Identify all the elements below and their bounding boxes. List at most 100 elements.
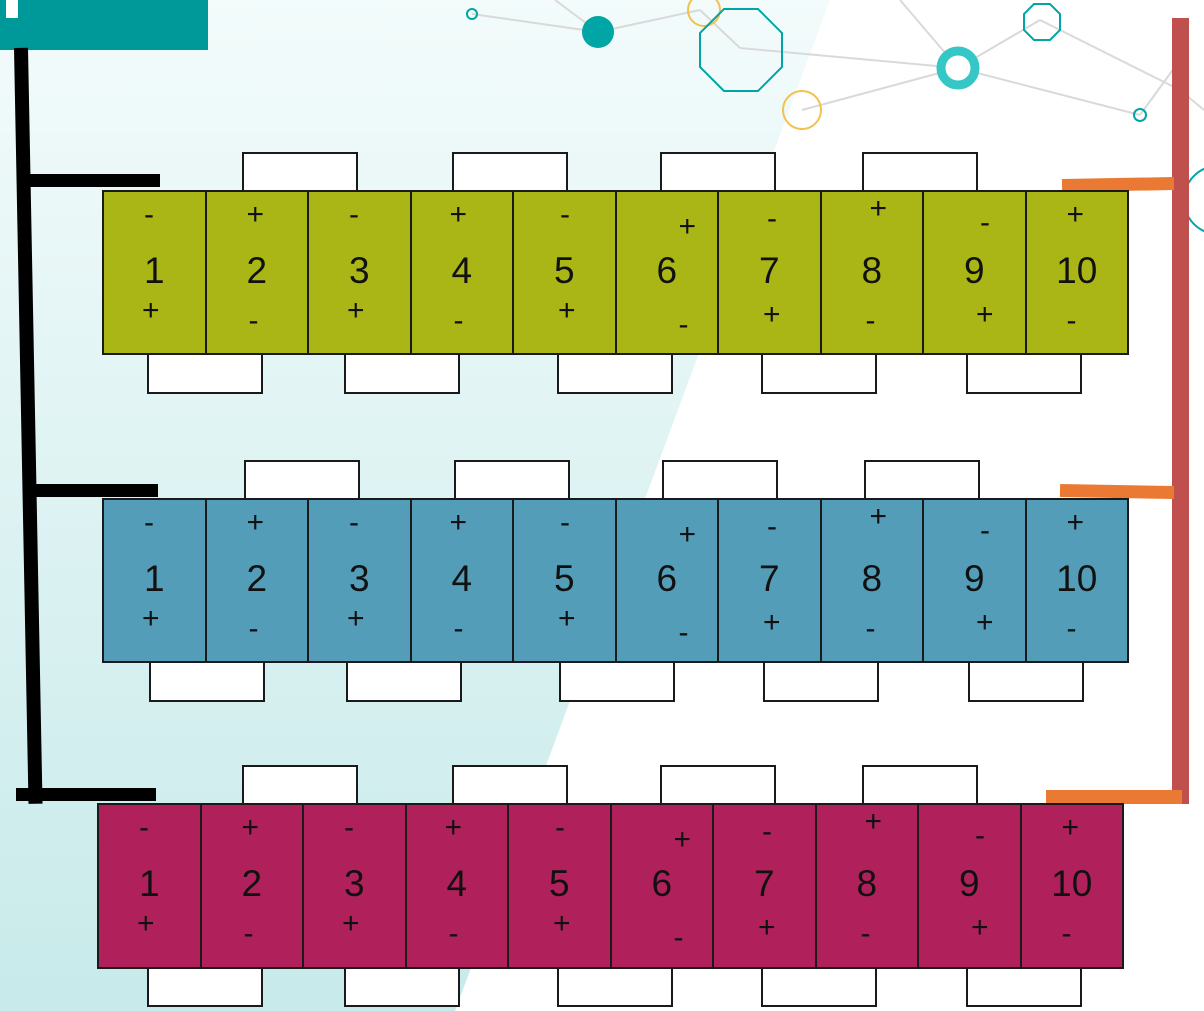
- cell-connector: [862, 765, 978, 805]
- cell-top-polarity: +: [242, 813, 260, 843]
- cell-bottom-polarity: +: [347, 604, 365, 634]
- cell-connector: [454, 460, 570, 500]
- cell-bottom-polarity: -: [1067, 306, 1077, 336]
- red-bus-vertical: [1172, 18, 1189, 804]
- cell-bottom-polarity: +: [763, 300, 781, 330]
- battery-cell: +2-: [202, 805, 305, 967]
- cell-top-polarity: -: [139, 813, 149, 843]
- cell-top-polarity: -: [349, 508, 359, 538]
- battery-cell: +6-: [617, 192, 720, 353]
- battery-cell: +6-: [617, 500, 720, 661]
- black-bus-branch: [30, 174, 160, 187]
- battery-row-2: -1++2--3++4--5++6--7++8--9++10-: [102, 498, 1129, 663]
- battery-cell: -9+: [924, 500, 1027, 661]
- battery-cell: +4-: [407, 805, 510, 967]
- battery-cell: -5+: [509, 805, 612, 967]
- cell-number: 4: [412, 250, 513, 292]
- cell-connector: [149, 661, 265, 702]
- cell-connector: [864, 460, 980, 500]
- cell-number: 8: [817, 863, 918, 905]
- cell-bottom-polarity: +: [976, 608, 994, 638]
- cell-top-polarity: -: [767, 204, 777, 234]
- cell-top-polarity: +: [450, 508, 468, 538]
- cell-bottom-polarity: +: [142, 296, 160, 326]
- cell-bottom-polarity: +: [137, 909, 155, 939]
- cell-bottom-polarity: +: [342, 909, 360, 939]
- cell-number: 9: [919, 863, 1020, 905]
- cell-top-polarity: +: [870, 194, 888, 224]
- cell-bottom-polarity: -: [679, 618, 689, 648]
- orange-bus-branch: [1046, 790, 1182, 804]
- cell-connector: [660, 765, 776, 805]
- battery-cell: +8-: [822, 500, 925, 661]
- cell-bottom-polarity: -: [249, 306, 259, 336]
- cell-bottom-polarity: -: [1067, 614, 1077, 644]
- cell-number: 6: [617, 250, 718, 292]
- cell-connector: [344, 966, 460, 1007]
- cell-connector: [452, 152, 568, 192]
- cell-connector: [968, 661, 1084, 702]
- cell-top-polarity: -: [762, 817, 772, 847]
- cell-number: 7: [714, 863, 815, 905]
- cell-number: 7: [719, 558, 820, 600]
- cell-top-polarity: -: [555, 813, 565, 843]
- orange-bus-branch: [1060, 484, 1174, 499]
- cell-number: 7: [719, 250, 820, 292]
- cell-top-polarity: -: [144, 508, 154, 538]
- cell-number: 5: [514, 250, 615, 292]
- cell-connector: [761, 966, 877, 1007]
- cell-number: 9: [924, 558, 1025, 600]
- battery-cell: -5+: [514, 192, 617, 353]
- cell-top-polarity: +: [445, 813, 463, 843]
- cell-connector: [559, 661, 675, 702]
- cell-connector: [242, 152, 358, 192]
- cell-number: 1: [99, 863, 200, 905]
- cell-connector: [660, 152, 776, 192]
- cell-number: 9: [924, 250, 1025, 292]
- battery-cell: -5+: [514, 500, 617, 661]
- black-bus-branch: [26, 484, 158, 497]
- cell-bottom-polarity: -: [249, 614, 259, 644]
- cell-bottom-polarity: -: [679, 310, 689, 340]
- cell-number: 8: [822, 558, 923, 600]
- cell-top-polarity: +: [450, 200, 468, 230]
- battery-cell: +8 -: [817, 805, 920, 967]
- cell-bottom-polarity: -: [674, 923, 684, 953]
- battery-row-1: -1++2--3++4--5++6--7++8--9++10-: [102, 190, 1129, 355]
- cell-bottom-polarity: -: [866, 306, 876, 336]
- cell-number: 4: [412, 558, 513, 600]
- cell-number: 6: [612, 863, 713, 905]
- cell-connector: [862, 152, 978, 192]
- cell-top-polarity: +: [870, 502, 888, 532]
- cell-top-polarity: -: [767, 512, 777, 542]
- cell-connector: [242, 765, 358, 805]
- cell-top-polarity: +: [865, 807, 883, 837]
- battery-cell: +6-: [612, 805, 715, 967]
- cell-number: 2: [202, 863, 303, 905]
- cell-connector: [147, 353, 263, 394]
- cell-bottom-polarity: +: [347, 296, 365, 326]
- cell-top-polarity: +: [247, 508, 265, 538]
- cell-number: 8: [822, 250, 923, 292]
- network-node: [582, 16, 614, 48]
- cell-top-polarity: -: [560, 200, 570, 230]
- battery-cell: - 7 +: [719, 500, 822, 661]
- cell-top-polarity: -: [980, 208, 990, 238]
- cell-top-polarity: +: [1062, 813, 1080, 843]
- cell-top-polarity: -: [344, 813, 354, 843]
- battery-cell: +4-: [412, 500, 515, 661]
- battery-cell: +10-: [1022, 805, 1123, 967]
- cell-connector: [966, 966, 1082, 1007]
- header-tab-notch: [6, 0, 18, 18]
- cell-number: 3: [309, 250, 410, 292]
- header-tab: [0, 0, 208, 50]
- cell-number: 5: [509, 863, 610, 905]
- cell-bottom-polarity: -: [861, 919, 871, 949]
- cell-connector: [346, 661, 462, 702]
- cell-bottom-polarity: +: [763, 608, 781, 638]
- cell-connector: [557, 353, 673, 394]
- cell-bottom-polarity: -: [1062, 919, 1072, 949]
- cell-bottom-polarity: +: [558, 604, 576, 634]
- cell-bottom-polarity: -: [449, 919, 459, 949]
- cell-bottom-polarity: +: [758, 913, 776, 943]
